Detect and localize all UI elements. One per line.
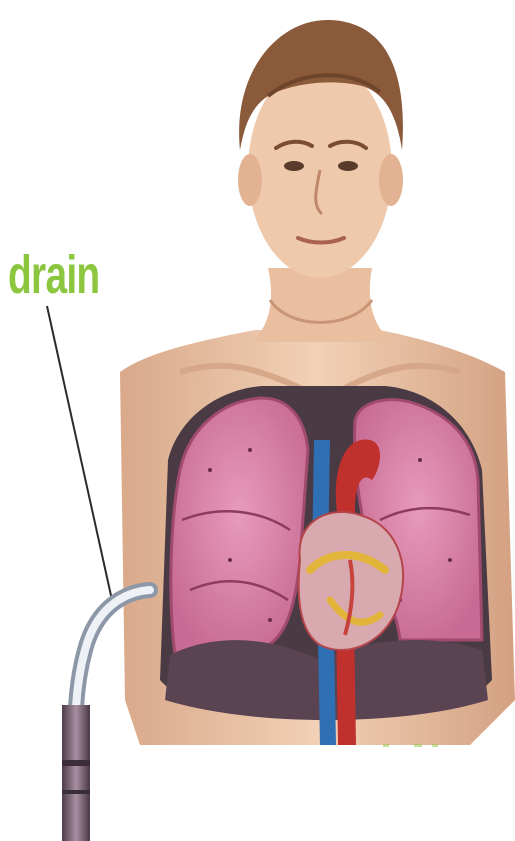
- left-ear: [238, 154, 262, 206]
- drain-label: drain: [8, 248, 99, 302]
- leader-line: [47, 306, 112, 600]
- drain-connector: [62, 705, 90, 841]
- right-ear: [379, 154, 403, 206]
- inferior-vena-cava: [318, 640, 336, 745]
